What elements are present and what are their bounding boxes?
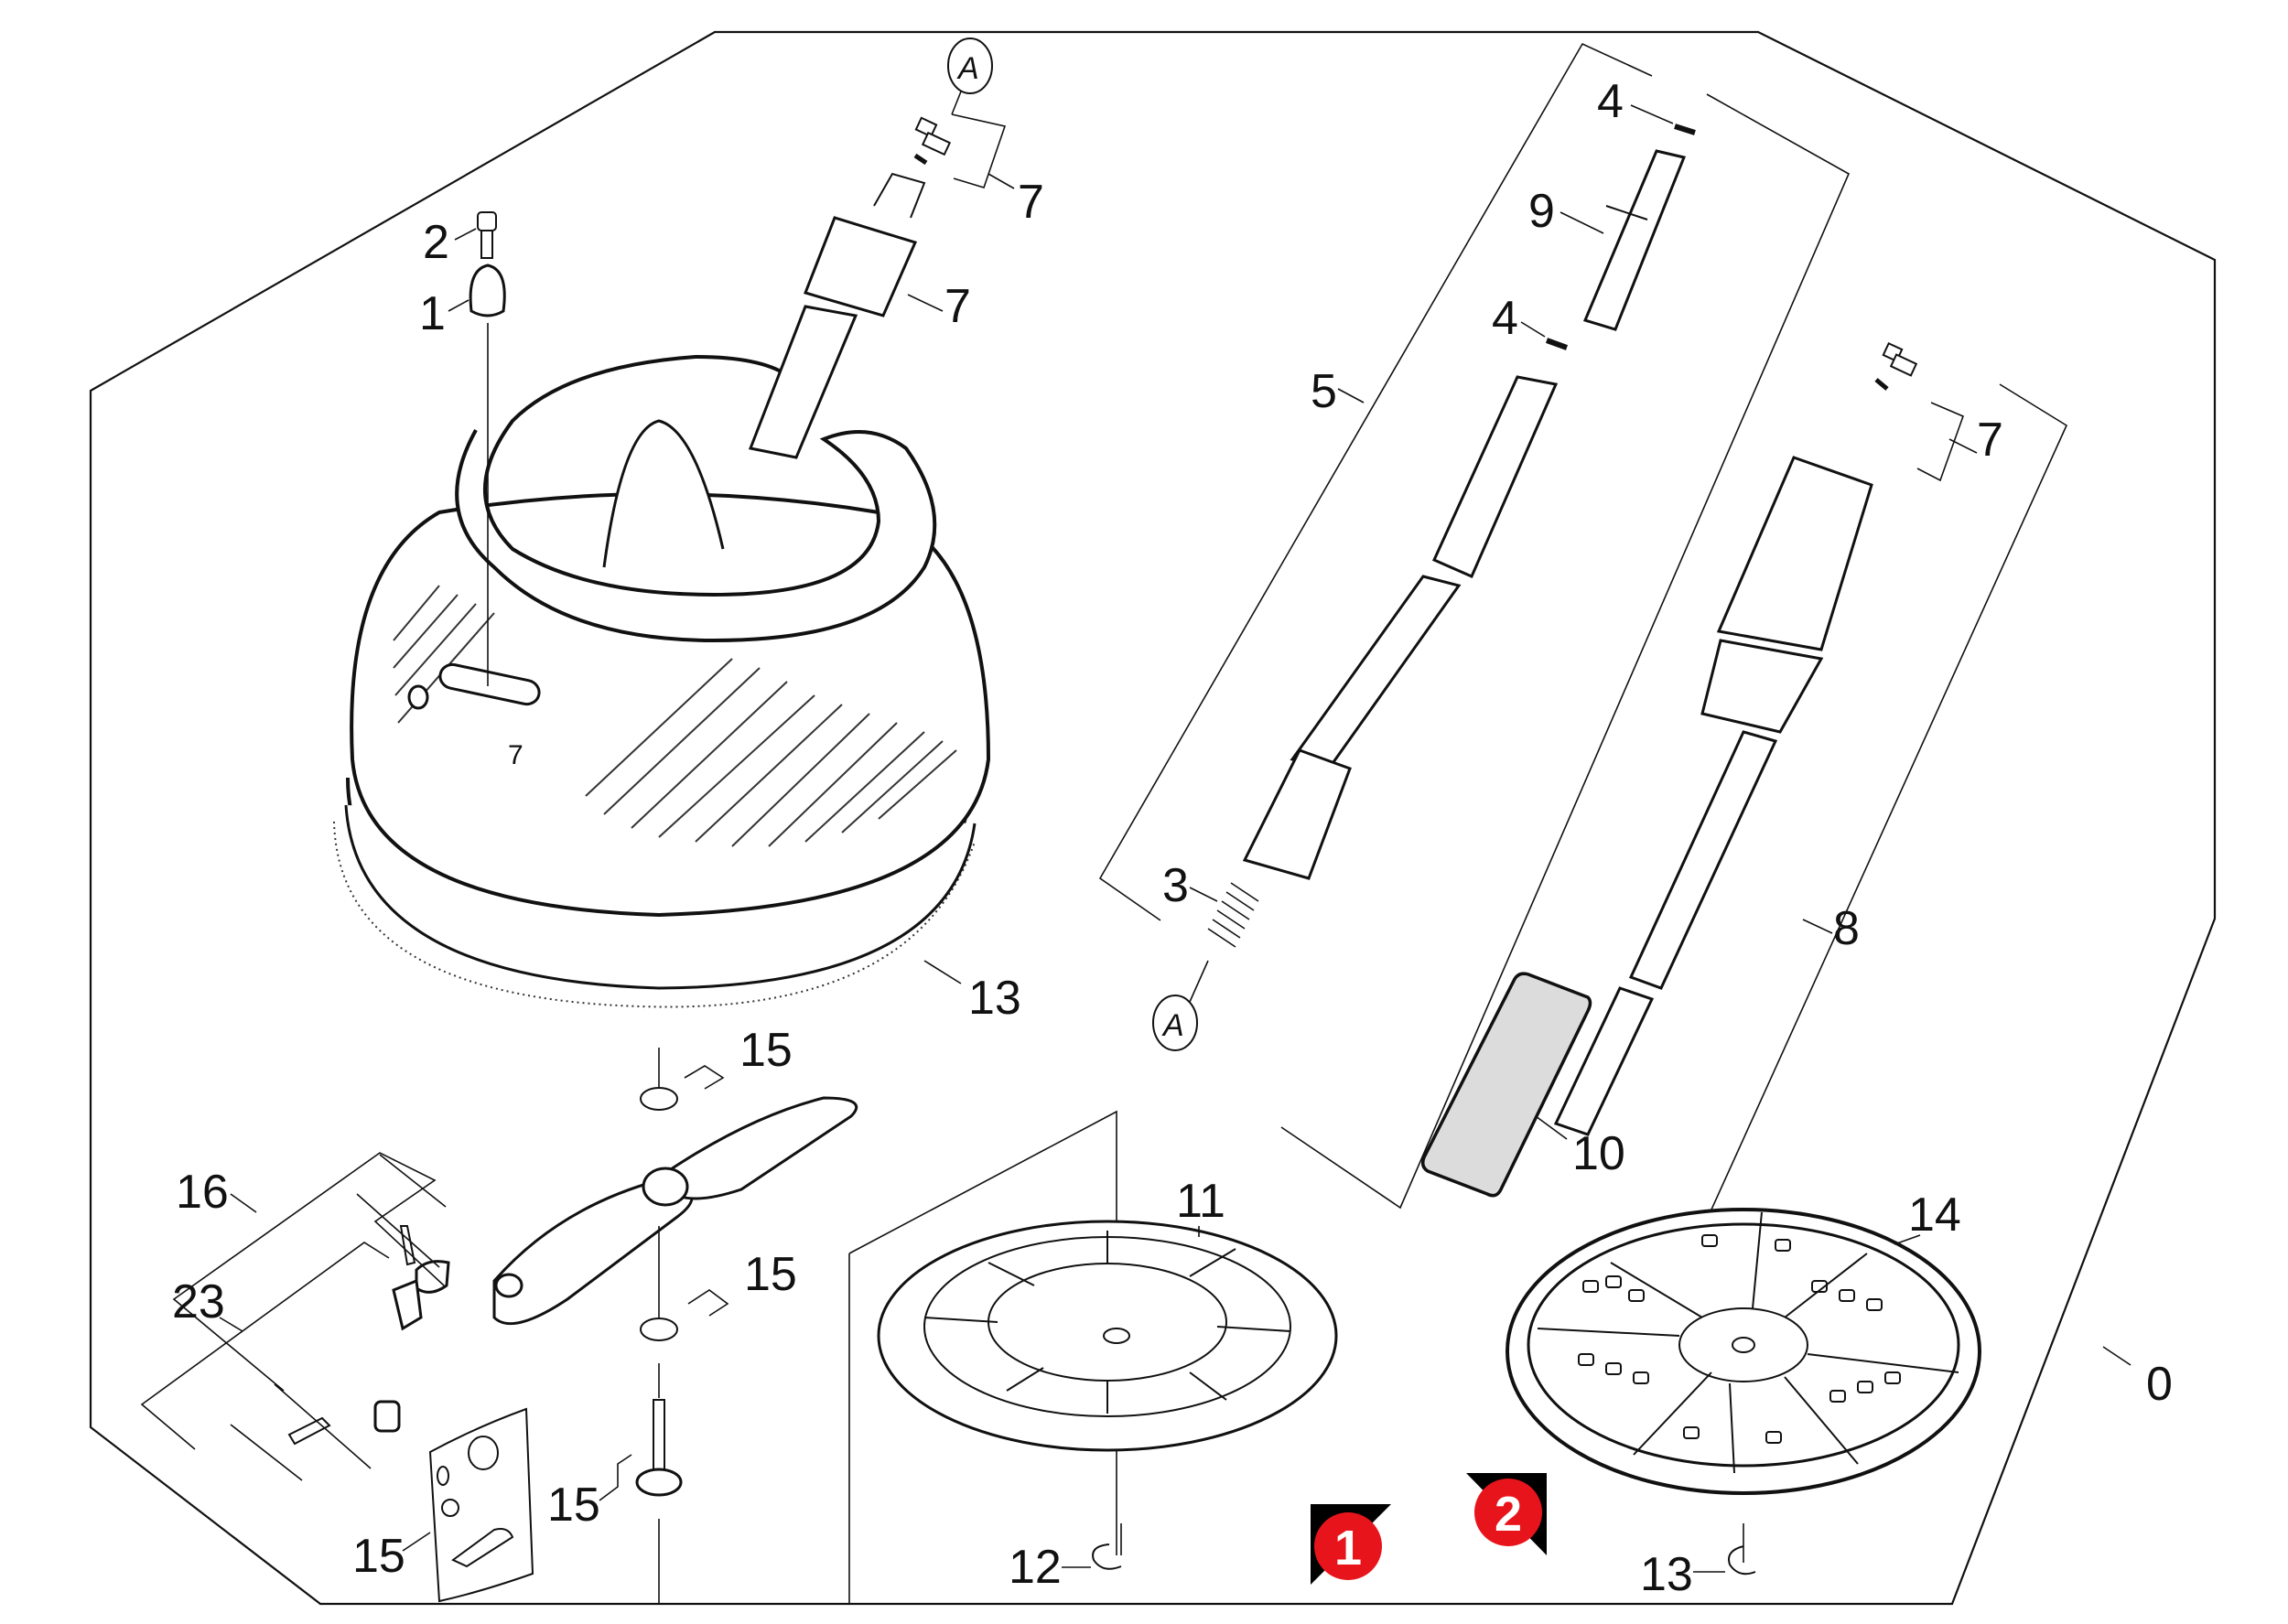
- handle-connector[interactable]: [748, 172, 926, 459]
- part-label-15-washer-lower: 15: [744, 1248, 797, 1301]
- extension-lance-assembly[interactable]: [1242, 375, 1559, 880]
- part-label-15-bolt: 15: [547, 1479, 600, 1532]
- lance-8-bracket: [1280, 93, 1851, 1210]
- part-label-5: 5: [1311, 365, 1337, 418]
- lance-5-bracket: [1098, 42, 1653, 921]
- assembly-frame-outline: [89, 30, 2217, 1606]
- part-label-11: 13: [968, 972, 1021, 1025]
- brush-plate[interactable]: [877, 1220, 1338, 1452]
- washer-lower[interactable]: [640, 1226, 678, 1341]
- part-label-10: 10: [1572, 1127, 1625, 1180]
- part-label-2: 2: [423, 216, 449, 269]
- part-label-14: 14: [1908, 1188, 1961, 1242]
- variant-badge-1[interactable]: 1: [1311, 1504, 1391, 1585]
- variant-badge-2[interactable]: 2: [1466, 1473, 1547, 1555]
- reference-marker-a-bottom: A: [1152, 960, 1209, 1051]
- kit-23-bracket: [140, 1242, 390, 1450]
- part-label-9: 9: [1528, 185, 1555, 238]
- part-label-15-seal-kit: 15: [352, 1530, 405, 1583]
- o-ring-upper[interactable]: [1674, 124, 1696, 135]
- grip-sleeve[interactable]: [1420, 972, 1592, 1198]
- part-label-7-top: 7: [1018, 176, 1044, 229]
- part-label-15-washer-upper: 15: [739, 1024, 793, 1077]
- part-label-7-housing: 7: [508, 740, 523, 770]
- part-label-16: 16: [176, 1166, 229, 1219]
- washer-upper[interactable]: [640, 1048, 678, 1111]
- o-ring-lower[interactable]: [1545, 338, 1569, 350]
- axle-bolt[interactable]: [635, 1363, 683, 1604]
- part-label-12: 11: [1176, 1175, 1225, 1228]
- nozzle-kit-parts[interactable]: [287, 1225, 523, 1446]
- part-label-0: 0: [2146, 1358, 2173, 1411]
- rotor-arm[interactable]: [492, 1096, 858, 1326]
- part-label-1: 1: [419, 287, 446, 340]
- seal-kit-bag[interactable]: [428, 1407, 534, 1603]
- part-label-23: 23: [172, 1275, 225, 1328]
- clip-kit-top[interactable]: [913, 116, 952, 166]
- part-label-6: 7: [944, 280, 971, 333]
- part-label-3: 3: [1162, 859, 1189, 912]
- part-label-13-right: 13: [1640, 1548, 1693, 1601]
- badge-circle: [1314, 1512, 1382, 1580]
- badge-label-1: 1: [1334, 1521, 1362, 1576]
- clip-kit-right[interactable]: [1874, 341, 1918, 391]
- surface-cleaner-housing[interactable]: [333, 354, 991, 1008]
- badge-circle: [1474, 1479, 1542, 1546]
- part-label-13-left: 12: [1009, 1541, 1062, 1594]
- cover-plate[interactable]: [1506, 1208, 1981, 1495]
- adapter-nipple[interactable]: [1582, 149, 1687, 331]
- retaining-ring-left[interactable]: [1092, 1523, 1122, 1570]
- svg-text:A: A: [956, 51, 979, 86]
- part-label-8: 8: [1833, 902, 1860, 955]
- socket-screw[interactable]: [477, 211, 497, 259]
- part-label-4-upper: 4: [1597, 75, 1624, 128]
- spring[interactable]: [1207, 882, 1259, 948]
- spray-lance-assembly[interactable]: [1553, 456, 1873, 1136]
- retaining-ring-right[interactable]: [1728, 1523, 1756, 1576]
- badge-label-2: 2: [1495, 1487, 1522, 1542]
- knob-cap[interactable]: [469, 263, 506, 317]
- part-label-7-right: 7: [1977, 414, 2003, 467]
- kit-16-bracket: [172, 1152, 445, 1392]
- reference-marker-a-top: A: [947, 38, 993, 115]
- part-label-4-lower: 4: [1492, 292, 1518, 345]
- svg-text:A: A: [1161, 1008, 1184, 1043]
